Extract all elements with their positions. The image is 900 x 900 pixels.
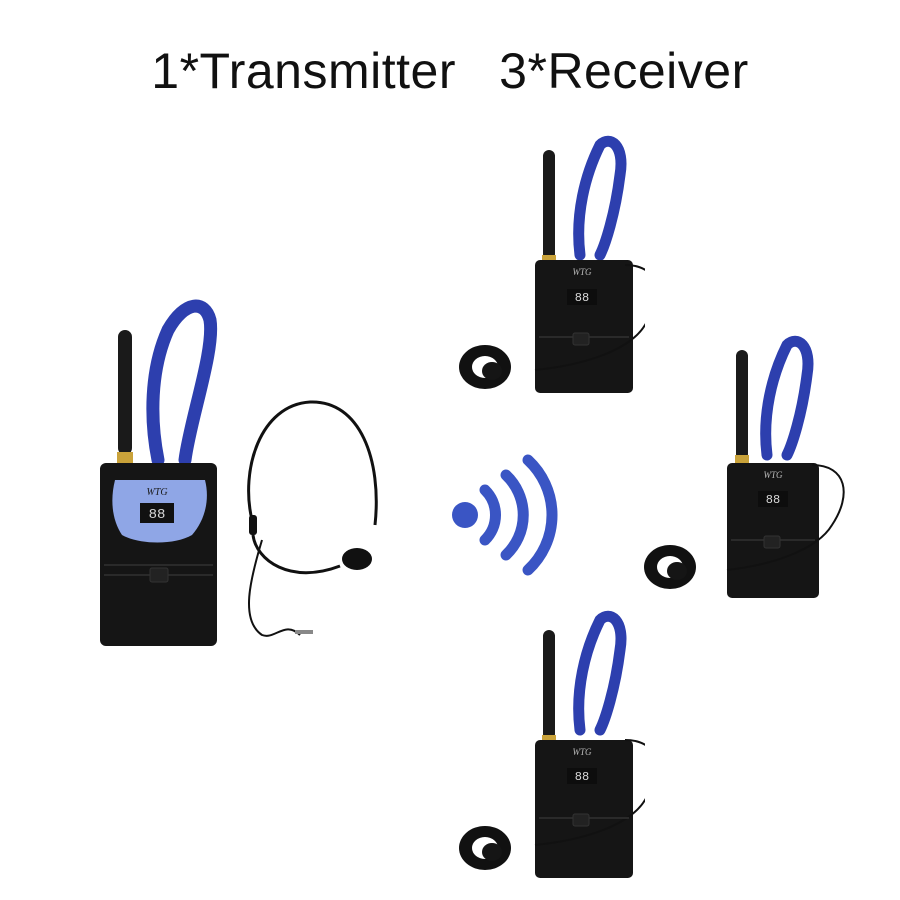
antenna-icon <box>118 330 132 455</box>
lanyard-icon <box>573 135 627 261</box>
receiver-brand: WTG <box>763 470 783 480</box>
earpiece-icon <box>459 345 511 389</box>
headset-microphone-icon <box>247 400 378 637</box>
receiver-device: WTG 88 <box>459 135 645 393</box>
earpiece-icon <box>644 545 696 589</box>
receiver-display: 88 <box>575 291 589 305</box>
receiver-display: 88 <box>766 493 780 507</box>
transmitter-count-label: 1*Transmitter <box>151 43 456 99</box>
receiver-device: WTG 88 <box>644 335 845 598</box>
earpiece-icon <box>459 826 511 870</box>
antenna-icon <box>543 150 555 260</box>
receiver-display: 88 <box>575 770 589 784</box>
receiver-device: WTG 88 <box>459 610 645 878</box>
lanyard-icon <box>573 610 627 736</box>
receiver-brand: WTG <box>572 267 592 277</box>
receiver-brand: WTG <box>572 747 592 757</box>
antenna-icon <box>736 350 748 460</box>
wireless-signal-icon <box>452 454 558 576</box>
antenna-icon <box>543 630 555 740</box>
lanyard-icon <box>760 335 814 461</box>
transmitter-display: 88 <box>149 507 166 523</box>
headline: 1*Transmitter 3*Receiver <box>0 42 900 100</box>
receiver-count-label: 3*Receiver <box>499 43 749 99</box>
transmitter-brand: WTG <box>146 487 167 498</box>
lanyard-icon <box>146 299 218 467</box>
